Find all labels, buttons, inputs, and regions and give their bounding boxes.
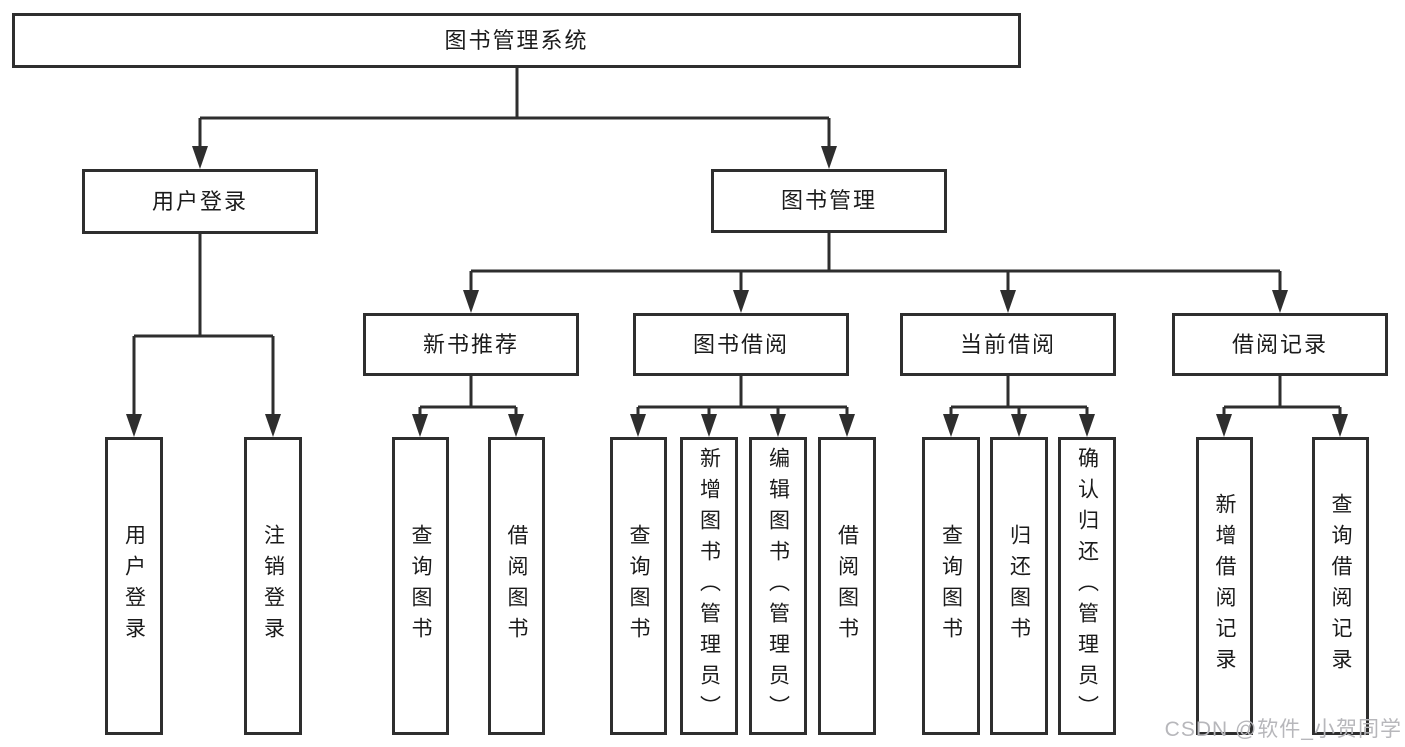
arrowhead-icon	[1272, 290, 1288, 313]
leaf-current-query-book: 查询图书	[922, 437, 980, 735]
connector-new-book-recommend-to-children	[418, 376, 518, 417]
leaf-login-user-login: 用户登录	[105, 437, 163, 735]
node-book-management: 图书管理	[711, 169, 947, 233]
connector-book-management-to-level3	[469, 233, 1282, 293]
arrowhead-icon	[508, 414, 524, 437]
node-new-book-recommend: 新书推荐	[363, 313, 579, 376]
connector-user-login-to-children	[132, 234, 275, 417]
leaf-borrow-add-book-admin: 新增图书（管理员）	[680, 437, 738, 735]
arrowhead-icon	[821, 146, 837, 169]
arrowhead-icon	[839, 414, 855, 437]
leaf-records-add-record: 新增借阅记录	[1196, 437, 1253, 735]
arrowhead-icon	[1332, 414, 1348, 437]
arrowhead-icon	[1011, 414, 1027, 437]
arrowhead-icon	[463, 290, 479, 313]
leaf-current-confirm-return-admin: 确认归还（管理员）	[1058, 437, 1116, 735]
arrowhead-icon	[1000, 290, 1016, 313]
connector-current-borrow-to-children	[949, 376, 1089, 417]
connector-root-to-level2	[198, 68, 831, 149]
node-library-management-system: 图书管理系统	[12, 13, 1021, 68]
arrowhead-icon	[265, 414, 281, 437]
arrowhead-icon	[192, 146, 208, 169]
node-borrow-records: 借阅记录	[1172, 313, 1388, 376]
arrowhead-icon	[701, 414, 717, 437]
arrowhead-icon	[943, 414, 959, 437]
arrowhead-icon	[733, 290, 749, 313]
leaf-borrow-query-book: 查询图书	[610, 437, 667, 735]
leaf-records-query-record: 查询借阅记录	[1312, 437, 1369, 735]
node-current-borrow: 当前借阅	[900, 313, 1116, 376]
leaf-current-return-book: 归还图书	[990, 437, 1048, 735]
leaf-borrow-borrow-book: 借阅图书	[818, 437, 876, 735]
connector-borrow-records-to-children	[1222, 376, 1342, 417]
leaf-recommend-query-book: 查询图书	[392, 437, 449, 735]
arrowhead-icon	[412, 414, 428, 437]
csdn-watermark: CSDN @软件_小贺同学	[1164, 718, 1402, 741]
leaf-recommend-borrow-book: 借阅图书	[488, 437, 545, 735]
arrowhead-icon	[630, 414, 646, 437]
arrowheads	[126, 146, 1348, 437]
connector-book-borrow-to-children	[636, 376, 849, 417]
leaf-borrow-edit-book-admin: 编辑图书（管理员）	[749, 437, 807, 735]
arrowhead-icon	[770, 414, 786, 437]
arrowhead-icon	[126, 414, 142, 437]
node-user-login: 用户登录	[82, 169, 318, 234]
leaf-login-logout: 注销登录	[244, 437, 302, 735]
arrowhead-icon	[1216, 414, 1232, 437]
arrowhead-icon	[1079, 414, 1095, 437]
node-book-borrow: 图书借阅	[633, 313, 849, 376]
